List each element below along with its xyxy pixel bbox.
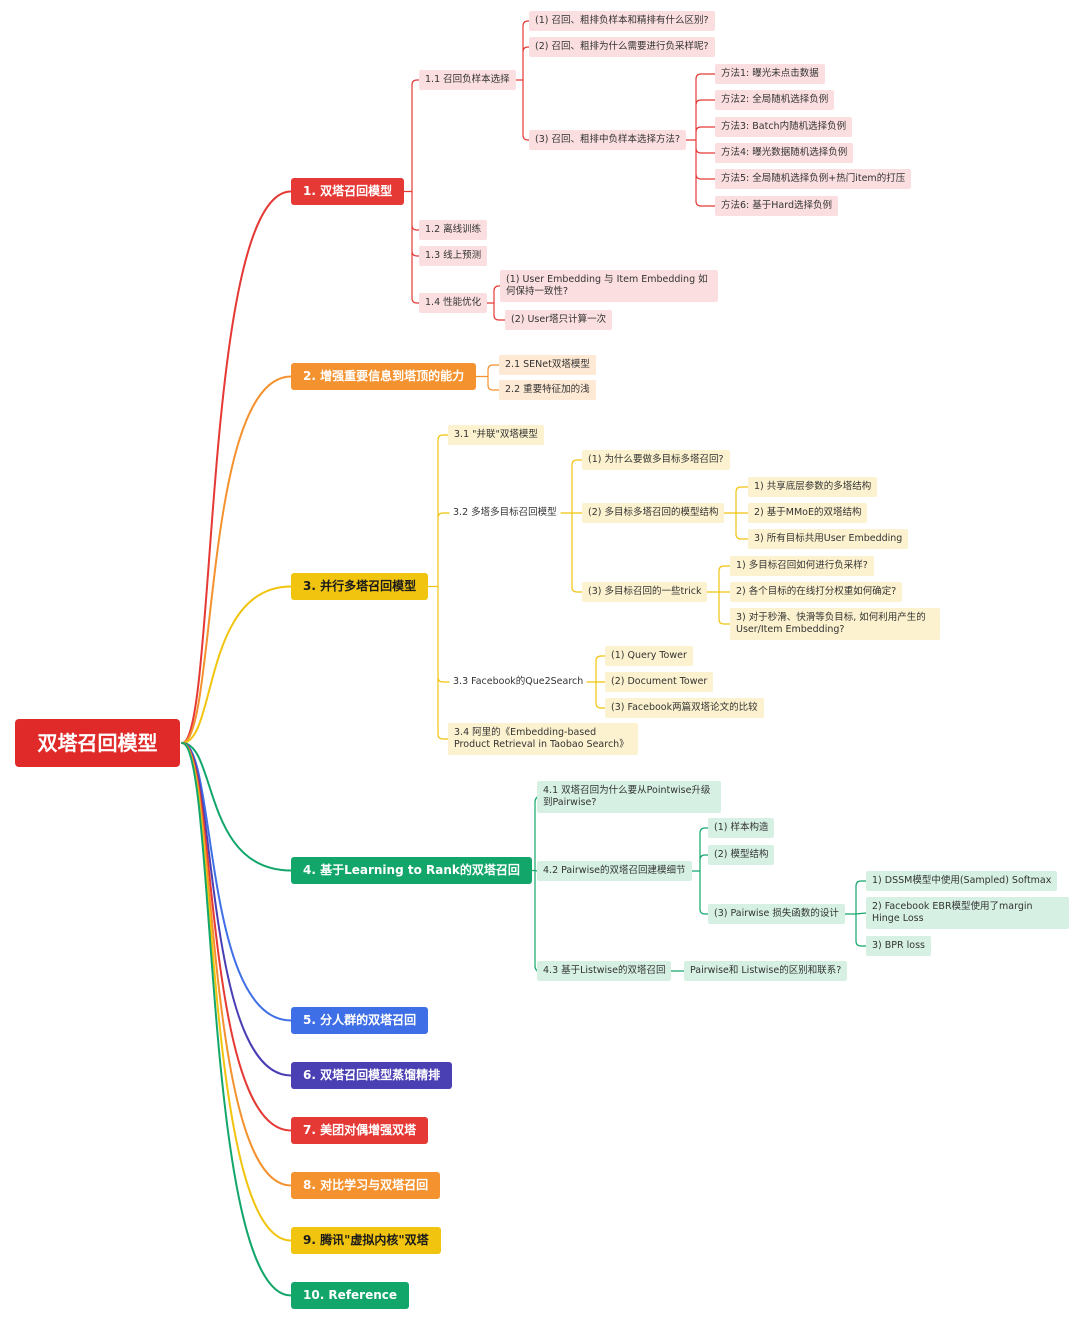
connector-b2 [475,364,500,391]
node-3-3-f1[interactable]: (1) Query Tower [605,646,693,666]
branch-7[interactable]: 7. 美团对偶增强双塔 [291,1117,429,1144]
node-1-1[interactable]: 1.1 召回负样本选择 [419,70,516,90]
connector-1-4 [486,285,506,321]
node-3-4[interactable]: 3.4 阿里的《Embedding-based Product Retrieva… [448,723,638,755]
branch-9[interactable]: 9. 腾讯"虚拟内核"双塔 [291,1227,441,1254]
root-node[interactable]: 双塔召回模型 [15,719,180,767]
connector-b4 [531,796,541,972]
branch-3[interactable]: 3. 并行多塔召回模型 [291,573,429,600]
connector-4-2 [691,827,709,915]
node-3-3-f3[interactable]: (3) Facebook两篇双塔论文的比较 [605,698,764,718]
node-3-2-s2[interactable]: 2) 基于MMoE的双塔结构 [748,503,868,523]
node-4-2-e3[interactable]: (3) Pairwise 损失函数的设计 [708,904,845,924]
node-3-2-a3[interactable]: (3) 多目标召回的一些trick [582,582,708,602]
node-1-4[interactable]: 1.4 性能优化 [419,293,488,313]
node-4-2-e1[interactable]: (1) 样本构造 [708,818,775,838]
node-1-1-q3[interactable]: (3) 召回、粗排中负样本选择方法? [529,130,687,150]
node-method-2[interactable]: 方法2: 全局随机选择负例 [715,90,835,110]
connector-b3 [427,434,450,740]
node-method-1[interactable]: 方法1: 曝光未点击数据 [715,64,825,84]
node-1-2[interactable]: 1.2 离线训练 [419,220,488,240]
connector-3-2 [560,459,583,593]
node-1-3[interactable]: 1.3 线上预测 [419,246,488,266]
connector-b1 [403,79,420,304]
connector-root-branch-10 [181,742,292,1297]
node-2-1[interactable]: 2.1 SENet双塔模型 [499,355,596,375]
node-3-2-s1[interactable]: 1) 共享底层参数的多塔结构 [748,477,878,497]
node-4-3-c[interactable]: Pairwise和 Listwise的区别和联系? [684,961,848,981]
node-4-1[interactable]: 4.1 双塔召回为什么要从Pointwise升级到Pairwise? [537,781,721,813]
node-4-2-e2[interactable]: (2) 模型结构 [708,845,775,865]
connector-root-branch-9 [181,742,292,1242]
connector-1-1 [515,20,530,141]
node-method-3[interactable]: 方法3: Batch内随机选择负例 [715,117,853,137]
node-4-2-l2[interactable]: 2) Facebook EBR模型使用了margin Hinge Loss [866,897,1069,929]
node-1-4-p1[interactable]: (1) User Embedding 与 Item Embedding 如何保持… [500,270,718,302]
node-3-3-f2[interactable]: (2) Document Tower [605,672,714,692]
node-4-2[interactable]: 4.2 Pairwise的双塔召回建模细节 [537,861,692,881]
branch-10[interactable]: 10. Reference [291,1282,410,1309]
connector-root-branch-2 [181,375,292,744]
branch-8[interactable]: 8. 对比学习与双塔召回 [291,1172,441,1199]
node-3-2-t1[interactable]: 1) 多目标召回如何进行负采样? [730,556,874,576]
node-method-6[interactable]: 方法6: 基于Hard选择负例 [715,196,838,216]
connector-3-2-a2 [723,486,749,540]
node-4-2-l3[interactable]: 3) BPR loss [866,936,931,956]
branch-5[interactable]: 5. 分人群的双塔召回 [291,1007,429,1034]
node-3-2-s3[interactable]: 3) 所有目标共用User Embedding [748,529,909,549]
node-3-2[interactable]: 3.2 多塔多目标召回模型 [453,507,557,518]
node-2-2[interactable]: 2.2 重要特征加的浅 [499,380,596,400]
node-method-5[interactable]: 方法5: 全局随机选择负例+热门item的打压 [715,169,912,189]
node-3-2-t2[interactable]: 2) 各个目标的在线打分权重如何确定? [730,582,903,602]
node-1-4-p2[interactable]: (2) User塔只计算一次 [505,310,613,330]
node-1-1-q1[interactable]: (1) 召回、粗排负样本和精排有什么区别? [529,11,715,31]
node-1-1-q2[interactable]: (2) 召回、粗排为什么需要进行负采样呢? [529,37,715,57]
node-4-3[interactable]: 4.3 基于Listwise的双塔召回 [537,961,672,981]
node-3-3[interactable]: 3.3 Facebook的Que2Search [453,676,584,687]
connector-1-1-q3 [685,73,716,207]
node-3-2-t3[interactable]: 3) 对于秒滑、快滑等负目标, 如何利用产生的User/Item Embeddi… [730,608,940,640]
connector-3-3 [586,655,606,709]
connector-root-branch-4 [181,742,292,872]
node-method-4[interactable]: 方法4: 曝光数据随机选择负例 [715,143,854,163]
branch-4[interactable]: 4. 基于Learning to Rank的双塔召回 [291,857,532,884]
connector-4-2-e3 [844,880,867,947]
node-4-2-l1[interactable]: 1) DSSM模型中使用(Sampled) Softmax [866,871,1058,891]
connector-root-branch-3 [181,585,292,744]
branch-6[interactable]: 6. 双塔召回模型蒸馏精排 [291,1062,453,1089]
branch-1[interactable]: 1. 双塔召回模型 [291,178,405,205]
node-3-2-a1[interactable]: (1) 为什么要做多目标多塔召回? [582,450,730,470]
node-3-2-a2[interactable]: (2) 多目标多塔召回的模型结构 [582,503,725,523]
node-3-1[interactable]: 3.1 "并联"双塔模型 [448,425,544,445]
connector-3-2-a3 [706,565,731,625]
connector-root-branch-1 [181,190,292,744]
branch-2[interactable]: 2. 增强重要信息到塔顶的能力 [291,363,477,390]
